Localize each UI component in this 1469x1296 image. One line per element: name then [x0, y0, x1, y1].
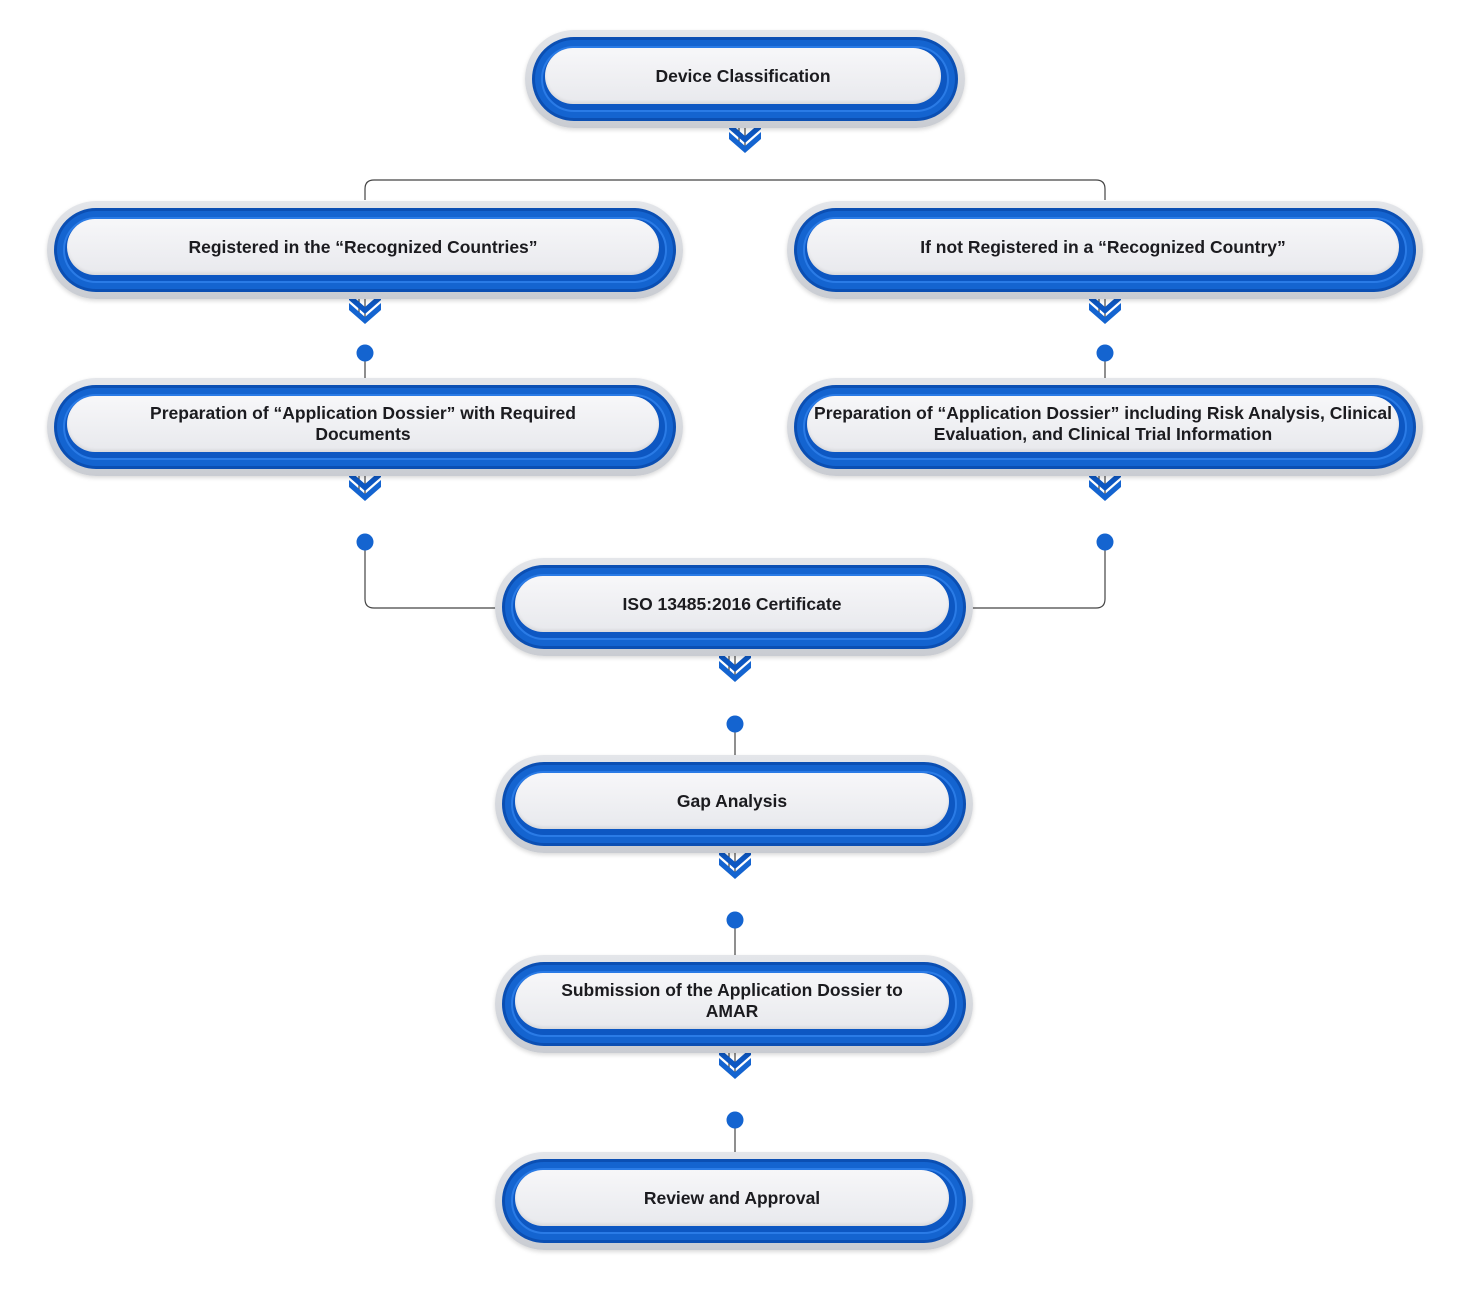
- dot-icon: [356, 533, 374, 551]
- step-registered-recognized: Registered in the “Recognized Countries”: [47, 201, 683, 299]
- step-review-approval: Review and Approval: [495, 1152, 973, 1250]
- step-label: Gap Analysis: [676, 790, 788, 811]
- step-dossier-required-docs: Preparation of “Application Dossier” wit…: [47, 378, 683, 476]
- dot-icon: [726, 911, 744, 929]
- step-label: ISO 13485:2016 Certificate: [622, 593, 842, 614]
- step-label: Review and Approval: [643, 1187, 821, 1208]
- branch-connector: [364, 179, 1106, 200]
- step-label: Preparation of “Application Dossier” wit…: [150, 403, 576, 444]
- step-label: Submission of the Application Dossier to…: [561, 980, 903, 1021]
- dot-icon: [726, 1111, 744, 1129]
- merge-connector: [364, 542, 497, 609]
- step-dossier-risk-clinical: Preparation of “Application Dossier” inc…: [787, 378, 1423, 476]
- merge-connector: [972, 542, 1106, 609]
- step-submission: Submission of the Application Dossier to…: [495, 955, 973, 1053]
- step-label: If not Registered in a “Recognized Count…: [920, 236, 1286, 257]
- step-device-classification: Device Classification: [525, 30, 965, 128]
- dot-icon: [356, 344, 374, 362]
- step-not-registered: If not Registered in a “Recognized Count…: [787, 201, 1423, 299]
- dot-icon: [1096, 533, 1114, 551]
- dot-icon: [1096, 344, 1114, 362]
- dot-icon: [726, 715, 744, 733]
- step-gap-analysis: Gap Analysis: [495, 755, 973, 853]
- step-label: Registered in the “Recognized Countries”: [188, 236, 538, 257]
- step-label: Preparation of “Application Dossier” inc…: [814, 403, 1392, 444]
- step-label: Device Classification: [655, 65, 831, 86]
- step-iso-certificate: ISO 13485:2016 Certificate: [495, 558, 973, 656]
